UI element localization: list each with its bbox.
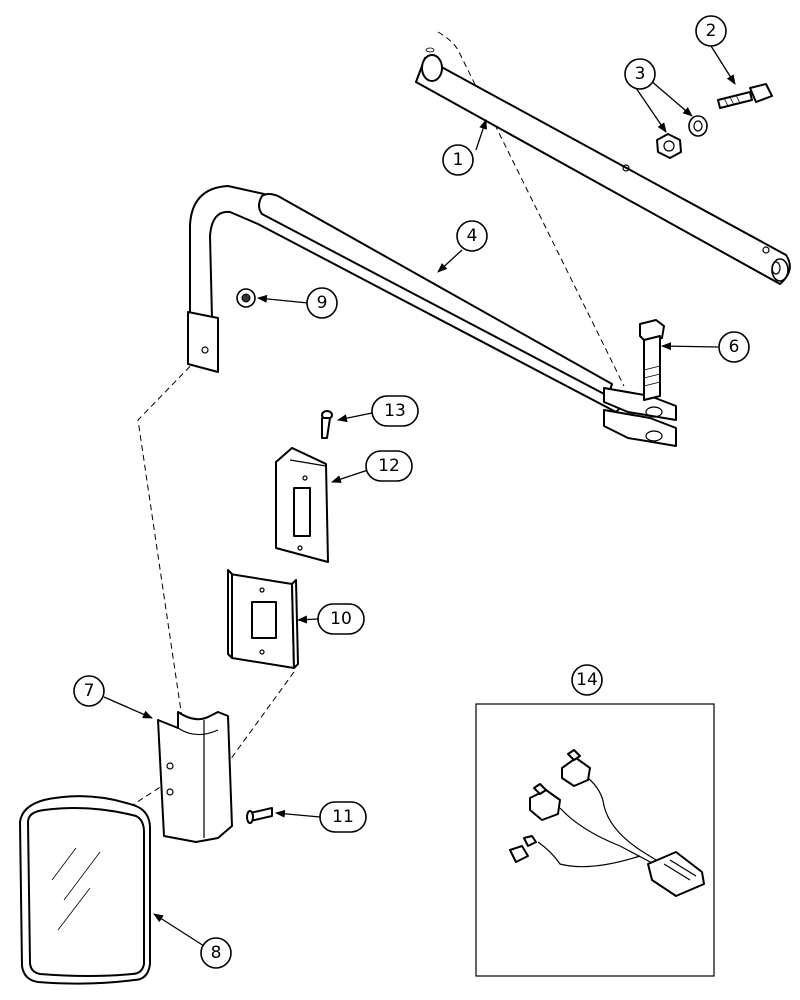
callout-1: 1 [442, 144, 474, 176]
part-mirror-arm-4 [187, 185, 677, 447]
callout-12-label: 12 [378, 456, 400, 476]
callout-10-label: 10 [330, 609, 352, 629]
callout-10: 10 [317, 603, 365, 635]
callout-12: 12 [365, 450, 413, 482]
callout-3-label: 3 [635, 64, 646, 84]
part-mirror-8 [19, 795, 151, 985]
callout-7: 7 [73, 675, 105, 707]
part-bolt-2 [717, 83, 773, 109]
callout-14: 14 [571, 664, 603, 696]
callout-13-label: 13 [384, 401, 406, 421]
part-nut-9 [236, 288, 256, 308]
callout-9-label: 9 [317, 293, 328, 313]
callout-11-label: 11 [332, 807, 354, 827]
part-tube-1 [415, 47, 791, 285]
part-screw-13 [321, 410, 333, 439]
alignment-lines [127, 31, 625, 809]
part-nut-washer-3 [656, 115, 708, 159]
callout-13: 13 [371, 395, 419, 427]
part-cover-plate-12 [275, 447, 329, 563]
callout-2: 2 [695, 15, 727, 47]
callout-6: 6 [718, 331, 750, 363]
callout-2-label: 2 [706, 21, 717, 41]
callout-4: 4 [456, 220, 488, 252]
callout-11: 11 [319, 801, 367, 833]
callout-9: 9 [306, 287, 338, 319]
part-bracket-7 [157, 711, 233, 843]
callout-7-label: 7 [84, 681, 95, 701]
callout-3: 3 [624, 58, 656, 90]
callout-14-label: 14 [576, 670, 598, 690]
callout-8: 8 [200, 937, 232, 969]
callout-6-label: 6 [729, 337, 740, 357]
leader-lines [103, 45, 736, 947]
part-screw-11 [246, 807, 273, 824]
callout-4-label: 4 [467, 226, 478, 246]
callout-1-label: 1 [453, 150, 464, 170]
part-mounting-plate-10 [227, 569, 299, 669]
part-bolt-6 [639, 319, 665, 401]
part-wiring-harness-14 [475, 703, 715, 977]
callout-8-label: 8 [211, 943, 222, 963]
